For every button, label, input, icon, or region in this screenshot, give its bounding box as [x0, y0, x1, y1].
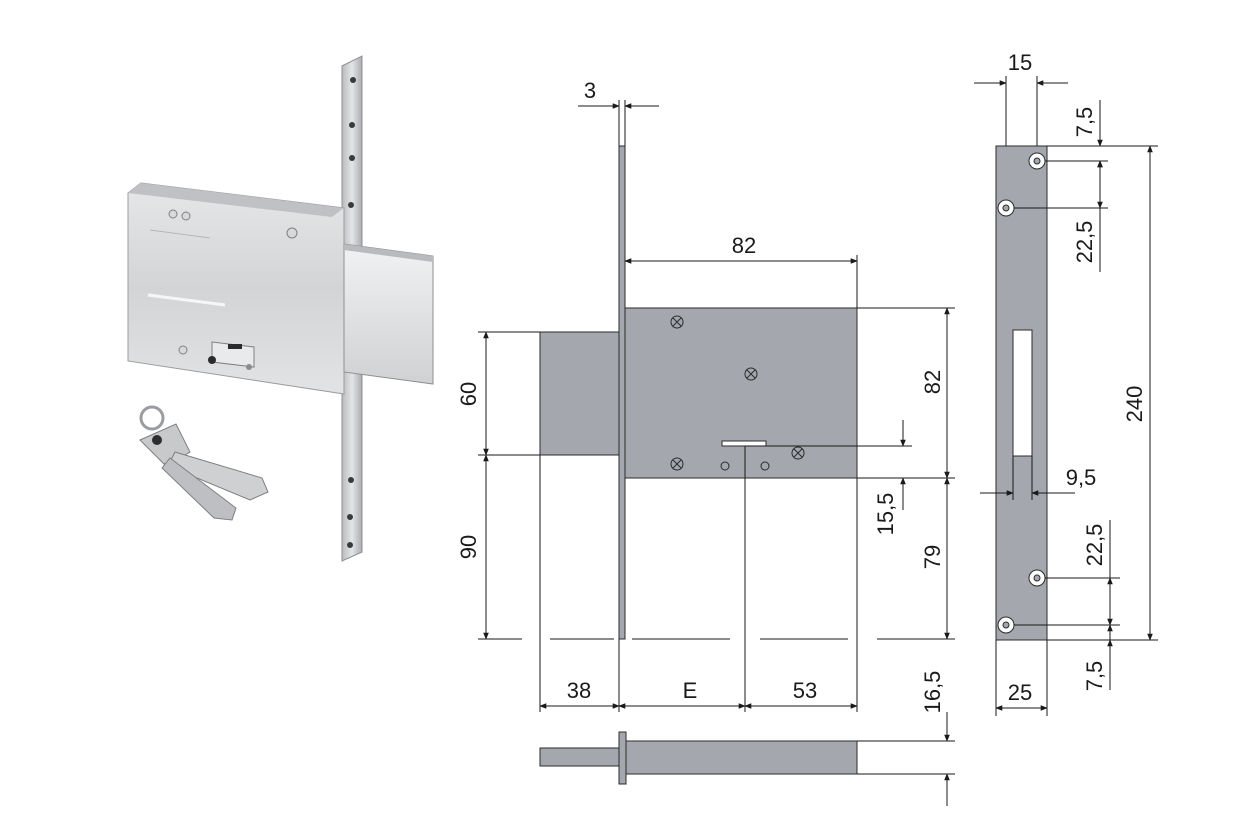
faceplate-bottom-drawing [618, 731, 627, 785]
screw-icon [791, 446, 805, 460]
case-top-edge [128, 183, 344, 217]
screw-icon [178, 345, 188, 355]
dim-strike-hole-bottom-offset: 7,5 [1082, 661, 1107, 692]
lock-photo [127, 55, 434, 562]
dim-case-width: 82 [732, 233, 756, 258]
strike-plate-view [974, 76, 1158, 716]
screw-icon [670, 457, 684, 471]
screw-hole-icon [349, 155, 355, 161]
dim-bottom-height: 79 [920, 545, 945, 569]
keyhole-icon [721, 440, 767, 447]
dim-strike-hole-top-offset: 7,5 [1072, 107, 1097, 138]
bolt-bottom-drawing [539, 747, 620, 767]
bolt-drawing [539, 331, 620, 456]
screw-icon [744, 367, 758, 381]
dim-case-height: 82 [920, 370, 945, 394]
screw-icon [286, 227, 298, 239]
screw-icon [670, 315, 684, 329]
case-bottom-drawing [625, 740, 858, 775]
case-screws [670, 315, 805, 471]
screw-hole-icon [350, 77, 356, 83]
pin-hole-icon [760, 461, 770, 471]
screw-hole-icon [349, 122, 355, 128]
bolt-photo [343, 243, 434, 385]
dim-lower-height: 90 [456, 535, 481, 559]
keyhole-icon [228, 344, 242, 349]
dim-bolt-height: 60 [456, 382, 481, 406]
case-drawing [624, 307, 858, 479]
dim-strike-width-top: 15 [1008, 50, 1032, 75]
dimension-labels: 3 82 60 90 82 15,5 79 38 E 53 16,5 15 7,… [456, 50, 1147, 713]
dim-strike-hole-spacing-top: 22,5 [1072, 221, 1097, 264]
dim-bolt-throw: 38 [567, 678, 591, 703]
front-view [478, 100, 955, 712]
dim-backset: E [683, 678, 698, 703]
dim-strike-width-bottom: 25 [1008, 680, 1032, 705]
faceplate-drawing [618, 145, 626, 640]
dim-bolt-depth: 16,5 [920, 671, 945, 714]
dim-strike-slot-width: 9,5 [1066, 465, 1097, 490]
keys-icon [139, 405, 269, 521]
dim-faceplate-thickness: 3 [584, 78, 596, 103]
screw-icon [181, 211, 191, 221]
screw-hole-icon [348, 202, 354, 208]
screw-icon [168, 209, 178, 219]
screw-hole-icon [347, 542, 353, 548]
screw-hole-icon [347, 514, 353, 520]
dim-strike-hole-spacing-bottom: 22,5 [1082, 524, 1107, 567]
dim-key-offset: 15,5 [873, 493, 898, 536]
screw-hole-icon [348, 477, 354, 483]
dim-strike-total-height: 240 [1122, 386, 1147, 423]
pin-hole-icon [720, 461, 730, 471]
bottom-view [539, 712, 955, 806]
strike-slot-drawing [1012, 329, 1033, 457]
dim-rear-width: 53 [793, 678, 817, 703]
